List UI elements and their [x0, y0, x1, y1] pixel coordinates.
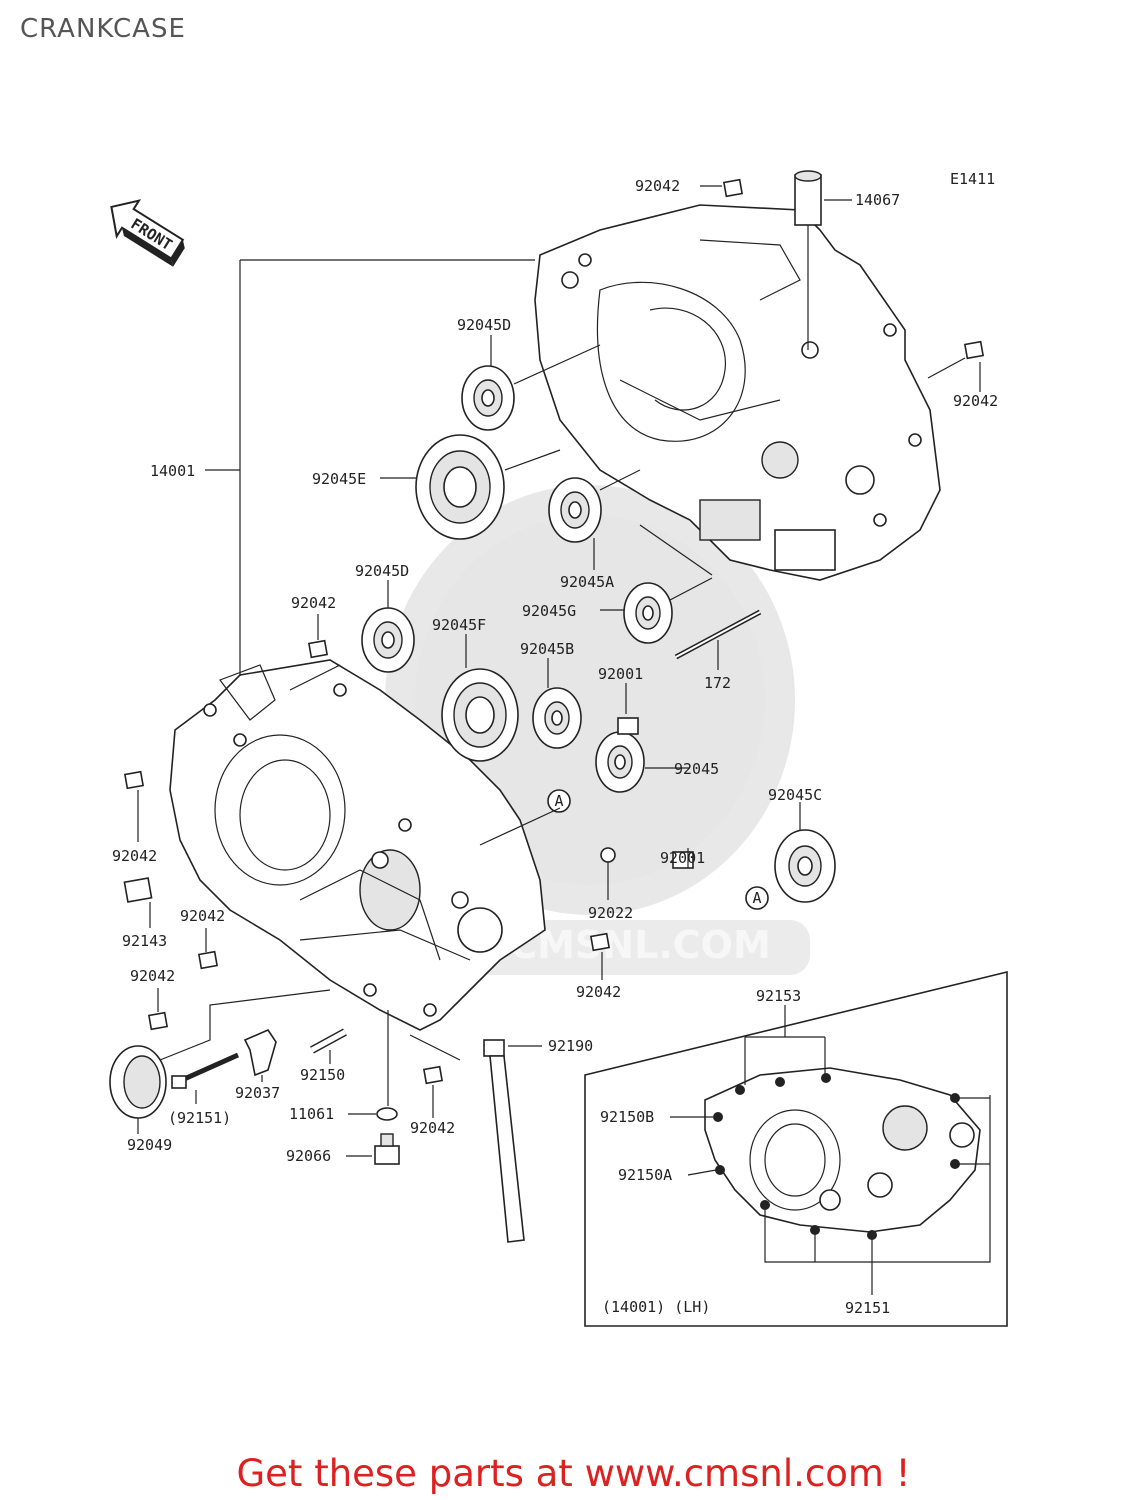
callout-a-upper: A: [554, 792, 563, 810]
label-14067: 14067: [855, 191, 900, 209]
bearing-92045C: [774, 829, 836, 903]
label-92042-left3: 92042: [130, 967, 175, 985]
diagram-code: E1411: [950, 170, 995, 188]
watermark-text: CMSNL.COM: [509, 923, 771, 967]
label-92049: 92049: [127, 1136, 172, 1154]
label-92045B: 92045B: [520, 640, 574, 658]
footer-link-text[interactable]: Get these parts at www.cmsnl.com !: [236, 1452, 911, 1495]
bearing-92045G: [623, 582, 673, 644]
label-92150B: 92150B: [600, 1108, 654, 1126]
label-92151: 92151: [845, 1299, 890, 1317]
label-92045G: 92045G: [522, 602, 576, 620]
label-92042-mid: 92042: [291, 594, 336, 612]
fitting-92150: [310, 1028, 347, 1054]
label-92001-top: 92001: [598, 665, 643, 683]
label-92151-paren: (92151): [168, 1109, 231, 1127]
inset-left-crankcase: [584, 970, 1008, 1327]
bolt-92151: [171, 1052, 240, 1089]
label-92042-right: 92042: [953, 392, 998, 410]
bearing-92045F: [441, 668, 519, 762]
label-172: 172: [704, 674, 731, 692]
sleeve-14067: [794, 170, 822, 226]
crankcase-exploded-diagram: CMSNL.COM FRONT E1411: [109, 170, 1008, 1327]
bearing-92045: [595, 731, 645, 793]
label-92143: 92143: [122, 932, 167, 950]
washer-92022: [600, 847, 616, 863]
label-92045E: 92045E: [312, 470, 366, 488]
label-92045F: 92045F: [432, 616, 486, 634]
gasket-11061: [376, 1107, 398, 1121]
label-92150A: 92150A: [618, 1166, 672, 1184]
callout-a-lower: A: [752, 889, 761, 907]
label-11061: 11061: [289, 1105, 334, 1123]
label-92150: 92150: [300, 1066, 345, 1084]
label-92066: 92066: [286, 1147, 331, 1165]
label-92153: 92153: [756, 987, 801, 1005]
crankcase-right-half: [534, 204, 941, 581]
stud-172: [674, 609, 762, 660]
inset-caption: (14001) (LH): [602, 1298, 710, 1316]
bearing-92045D-mid: [361, 607, 415, 673]
label-92042-bottom: 92042: [410, 1119, 455, 1137]
part-labels: 92042 14067 92042 92045D 14001 92045E 92…: [112, 177, 998, 1317]
bearing-92045A: [548, 477, 602, 543]
callouts-a: A A: [547, 789, 769, 910]
label-92045D-mid: 92045D: [355, 562, 409, 580]
oil-seal-92049: [109, 1045, 167, 1119]
label-92042-lower: 92042: [576, 983, 621, 1001]
label-14001: 14001: [150, 462, 195, 480]
label-92037: 92037: [235, 1084, 280, 1102]
label-92001-bottom: 92001: [660, 849, 705, 867]
label-92042-left2: 92042: [180, 907, 225, 925]
breather-hose-92190: [483, 1039, 525, 1243]
bearing-92045B: [532, 687, 582, 749]
label-92190: 92190: [548, 1037, 593, 1055]
bearing-92045D-top: [461, 365, 515, 431]
label-92042-left1: 92042: [112, 847, 157, 865]
crankcase-left-half: [169, 659, 546, 1031]
page-title: CRANKCASE: [20, 14, 186, 44]
label-92045C: 92045C: [768, 786, 822, 804]
label-92022: 92022: [588, 904, 633, 922]
dowel-pins: [123, 178, 985, 1085]
leader-lines: [137, 185, 981, 1157]
clamp-92037: [243, 1028, 277, 1077]
label-92045D-top: 92045D: [457, 316, 511, 334]
label-92042-top: 92042: [635, 177, 680, 195]
bearing-92045E: [415, 434, 505, 540]
drain-plug-92066: [374, 1133, 400, 1165]
front-arrow-icon: FRONT: [110, 199, 185, 267]
label-92045A: 92045A: [560, 573, 614, 591]
label-92045: 92045: [674, 760, 719, 778]
